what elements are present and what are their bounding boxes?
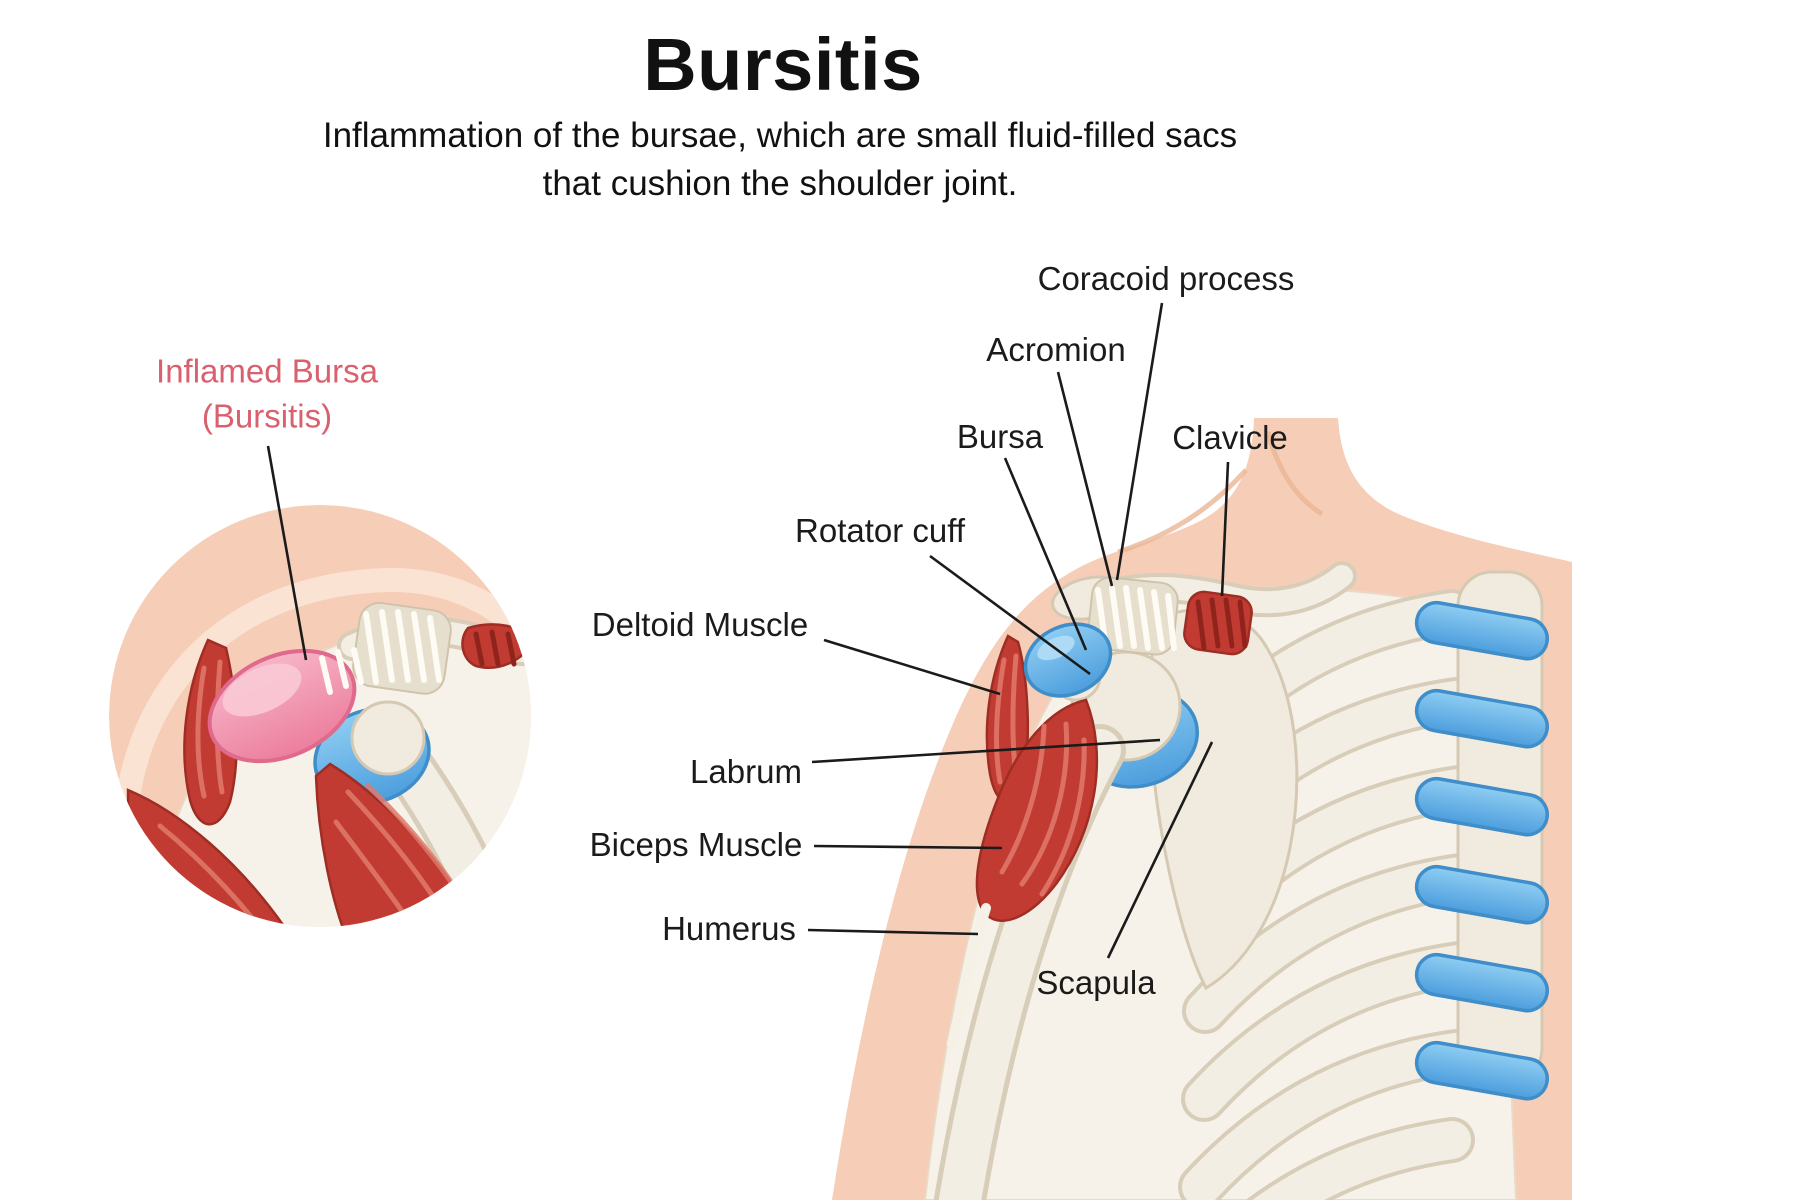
subtitle-line-1: Inflammation of the bursae, which are sm…	[322, 116, 1238, 155]
inflamed-bursa-label-line-2: (Bursitis)	[201, 397, 333, 434]
main-shoulder-illustration	[832, 418, 1572, 1200]
leader-lines	[266, 302, 1230, 959]
label-inflamed-bursa: Inflamed Bursa (Bursitis)	[156, 349, 378, 438]
leader-line-deltoid-muscle	[823, 638, 1001, 696]
leader-line-rotator-cuff	[929, 554, 1091, 676]
subtitle-line-2: that cushion the shoulder joint.	[542, 164, 1018, 204]
rotator-cuff-muscle-shape	[1183, 590, 1253, 656]
inflamed-bursa-label-line-1: Inflamed Bursa	[156, 352, 378, 390]
leader-line-humerus	[807, 928, 979, 936]
label-coracoid-process: Coracoid process	[1037, 260, 1295, 297]
leader-line-bursa	[1003, 457, 1088, 651]
inset-humerus-bone	[386, 746, 526, 927]
neck-contour-line	[1265, 431, 1324, 517]
leader-line-coracoid-process	[1115, 302, 1164, 581]
label-acromion: Acromion	[986, 331, 1126, 368]
page-subtitle: Inflammation of the bursae, which are sm…	[323, 112, 1237, 209]
inset-circle	[109, 505, 531, 927]
label-clavicle: Clavicle	[1172, 419, 1288, 456]
label-rotator-cuff: Rotator cuff	[795, 512, 965, 549]
label-biceps-muscle: Biceps Muscle	[589, 826, 803, 863]
tendon-striations	[1087, 576, 1179, 656]
leader-line-clavicle	[1220, 461, 1230, 597]
trapezius-contour-line	[1117, 468, 1248, 555]
leader-line-labrum	[811, 738, 1161, 764]
leader-line-inflamed-bursa	[266, 445, 308, 661]
biceps-muscle-shape	[947, 698, 1099, 1049]
leader-line-acromion	[1056, 371, 1114, 587]
inset-humeral-head	[350, 700, 426, 776]
leader-line-biceps-muscle	[813, 844, 1003, 850]
page-title: Bursitis	[643, 23, 923, 106]
label-scapula: Scapula	[1036, 964, 1156, 1001]
inset-tendon-striations	[352, 601, 452, 695]
label-humerus: Humerus	[662, 910, 796, 947]
inflamed-bursa-shape	[207, 647, 364, 764]
label-labrum: Labrum	[690, 753, 802, 790]
label-deltoid-muscle: Deltoid Muscle	[591, 606, 809, 643]
label-bursa: Bursa	[956, 418, 1044, 455]
leader-line-scapula	[1106, 741, 1214, 959]
